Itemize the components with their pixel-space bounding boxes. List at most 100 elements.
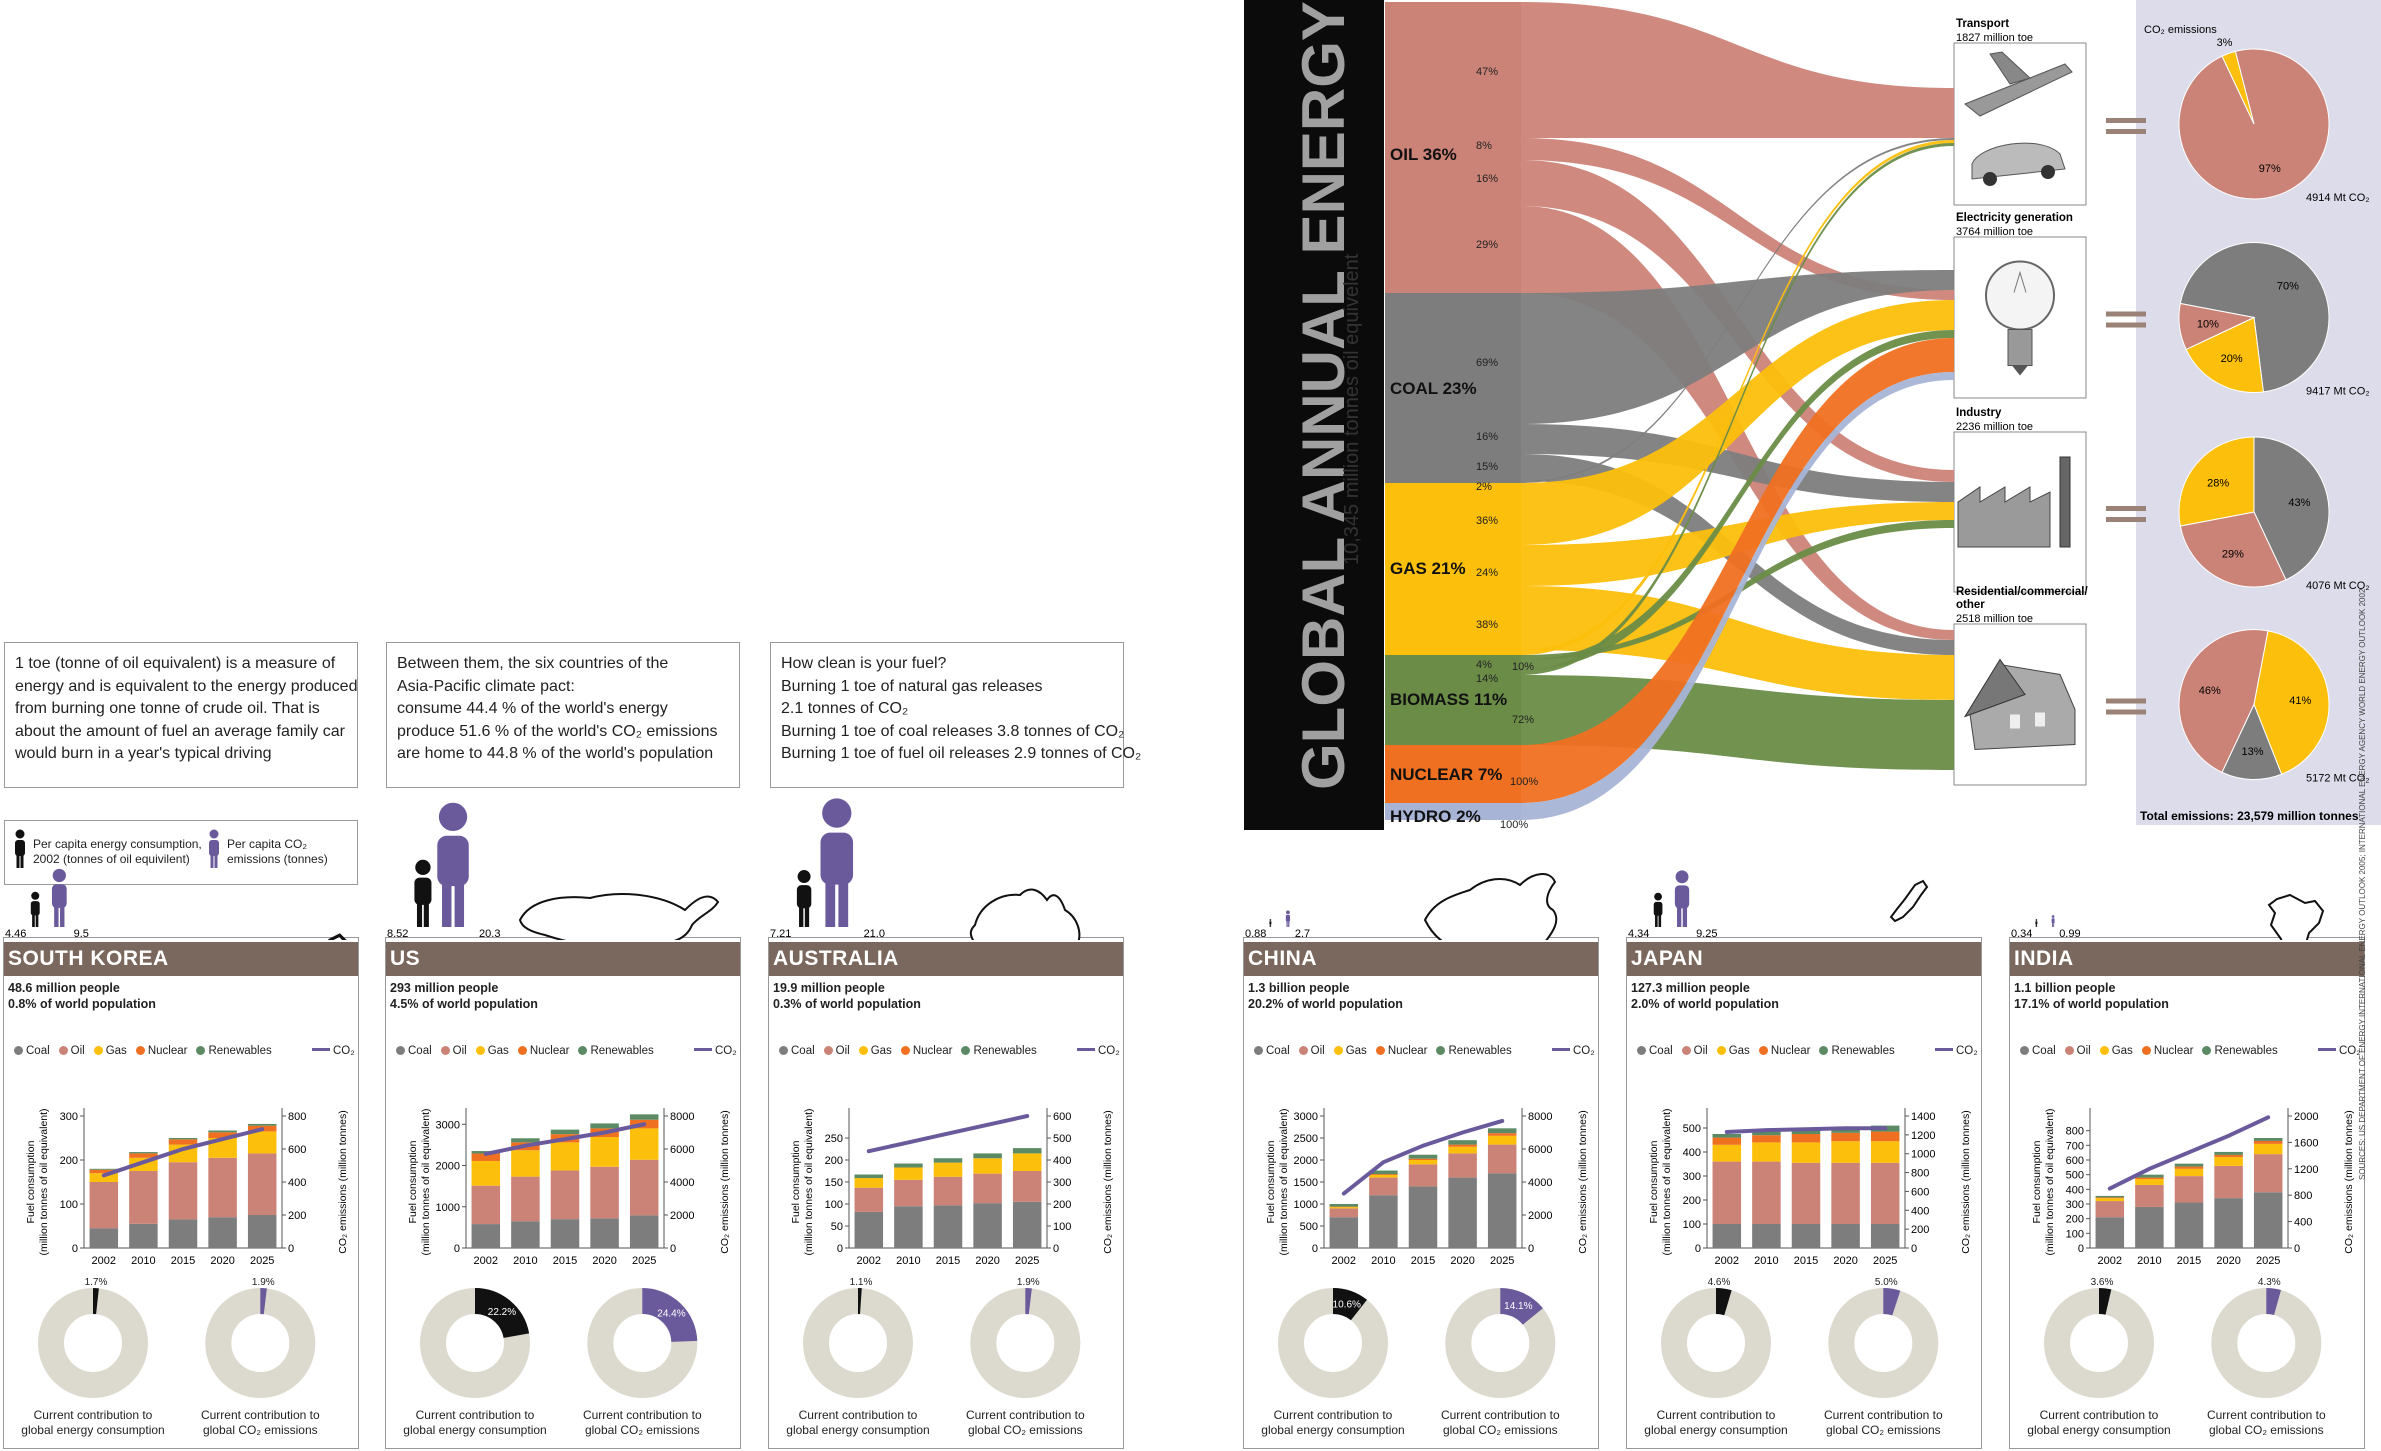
legend-item-oil: Oil (1298, 1045, 1325, 1057)
donut-label: 24.4% (657, 1309, 685, 1320)
y-left-tick: 200 (825, 1155, 843, 1167)
legend-label: Coal (408, 1045, 432, 1057)
bar-segment-gas (1408, 1160, 1438, 1165)
country-map-outline (1423, 873, 1558, 940)
y-left-tick: 0 (2078, 1243, 2084, 1255)
info-line: Burning 1 toe of fuel oil releases 2.9 t… (781, 745, 1142, 762)
bar-segment-coal (1791, 1224, 1821, 1248)
bar-segment-oil (973, 1173, 1002, 1204)
source-band-nuclear (1385, 745, 1521, 803)
sector-name: other (1956, 599, 1985, 611)
bar-segment-gas (1712, 1144, 1742, 1162)
bar-segment-renewables (1448, 1140, 1477, 1145)
bar-segment-coal (854, 1211, 884, 1248)
equals-mark (2106, 698, 2146, 704)
source-label: GAS 21% (1390, 559, 1466, 578)
legend-item-co2: CO₂ (1935, 1045, 1981, 1057)
info-line: Asia-Pacific climate pact: (397, 677, 575, 695)
bar-segment-oil (590, 1166, 619, 1219)
legend-swatch (440, 1046, 450, 1055)
bar-segment-gas (1870, 1141, 1900, 1163)
bar-segment-coal (629, 1215, 659, 1248)
legend-item-nuclear: Nuclear (1758, 1045, 1811, 1057)
y-right-tick: 2000 (670, 1210, 694, 1222)
bar-segment-renewables (2095, 1195, 2125, 1198)
bar-segment-coal (1712, 1224, 1742, 1248)
co2-share-donut: 24.4% (587, 1288, 698, 1398)
bar-segment-oil (1712, 1161, 1742, 1224)
y-left-tick: 1000 (1294, 1199, 1318, 1211)
bar-segment-coal (550, 1219, 580, 1248)
flow-percent-label: 100% (1500, 819, 1528, 830)
source-label: BIOMASS 11% (1390, 690, 1507, 709)
donut-slice (2098, 1288, 2112, 1315)
bar-segment-coal (247, 1215, 277, 1248)
co2-line (1341, 1118, 1505, 1196)
y-left-tick: 3000 (1294, 1111, 1318, 1123)
bar-segment-oil (854, 1187, 884, 1212)
flow-ribbon-biomass (1521, 143, 1954, 675)
co2-label: CO₂ (333, 1045, 355, 1057)
bar-segment-coal (973, 1203, 1002, 1248)
bar-segment-coal (1831, 1224, 1860, 1248)
legend-item-nuclear: Nuclear (135, 1045, 187, 1057)
x-tick-label: 2010 (513, 1255, 537, 1267)
donut-slice (1715, 1288, 1732, 1316)
country-banner: INDIA (2010, 942, 2364, 976)
legend-label: Renewables (208, 1045, 272, 1057)
pie-label: 3% (2217, 37, 2233, 49)
y-left-tick: 250 (825, 1133, 843, 1145)
x-tick-label: 2025 (1015, 1255, 1039, 1267)
country-name: SOUTH KOREA (8, 947, 169, 970)
flow-ribbon-coal (1521, 424, 1954, 502)
bar-segment-nuclear (89, 1169, 119, 1174)
bar-segment-nuclear (129, 1153, 158, 1158)
equals-mark (2106, 129, 2146, 134)
bar-segment-oil (2095, 1201, 2125, 1218)
co2-donut-caption: Current contribution to global CO₂ emiss… (200, 1408, 320, 1437)
y-right-tick: 0 (1053, 1243, 1059, 1255)
y-left-tick: 500 (1683, 1123, 1701, 1135)
legend-item-renewables: Renewables (961, 1045, 1037, 1057)
legend-swatch (900, 1046, 910, 1055)
y-left-label-line: (million tonnes of oil equivalent) (38, 1108, 50, 1255)
bar-segment-renewables (2174, 1163, 2204, 1167)
bar-segment-gas (590, 1137, 619, 1167)
donut-label: 1.7% (85, 1277, 108, 1288)
bar-segment-gas (854, 1178, 884, 1188)
co2-label: CO₂ (1098, 1045, 1120, 1057)
pie-slice-coal (2253, 436, 2330, 581)
sector-co2: 5172 Mt CO₂ (2306, 773, 2370, 785)
legend-item-coal: Coal (14, 1045, 50, 1057)
y-right-axis-label: CO₂ emissions (million tonnes) (337, 1110, 349, 1254)
co2-line (483, 1122, 647, 1156)
bar-segment-gas (2135, 1179, 2164, 1185)
pie-label: 97% (2259, 163, 2281, 175)
co2-person-icon (209, 829, 219, 868)
pie-label: 20% (2221, 353, 2243, 365)
source-band-hydro (1385, 803, 1521, 820)
source-label: NUCLEAR 7% (1390, 765, 1502, 784)
bar-segment-gas (1831, 1141, 1860, 1163)
donut-slice (641, 1288, 698, 1343)
legend-swatch (58, 1046, 68, 1055)
bar-segment-oil (1487, 1144, 1517, 1174)
co2-share-donut: 1.9% (970, 1277, 1081, 1398)
info-line: about the amount of fuel an average fami… (15, 722, 345, 740)
legend-swatch (1254, 1046, 1263, 1055)
bar-segment-gas (1369, 1174, 1398, 1178)
legend-swatch (1716, 1046, 1726, 1055)
legend-label: Nuclear (1770, 1045, 1811, 1057)
pie-label: 13% (2242, 746, 2264, 758)
donut-ring (2044, 1288, 2154, 1398)
info-line: Between them, the six countries of the (397, 655, 669, 672)
legend-item-coal: Coal (779, 1045, 815, 1057)
population-count: 19.9 million people (773, 981, 885, 995)
y-right-tick: 800 (2294, 1190, 2312, 1202)
legend-swatch (1436, 1046, 1446, 1055)
